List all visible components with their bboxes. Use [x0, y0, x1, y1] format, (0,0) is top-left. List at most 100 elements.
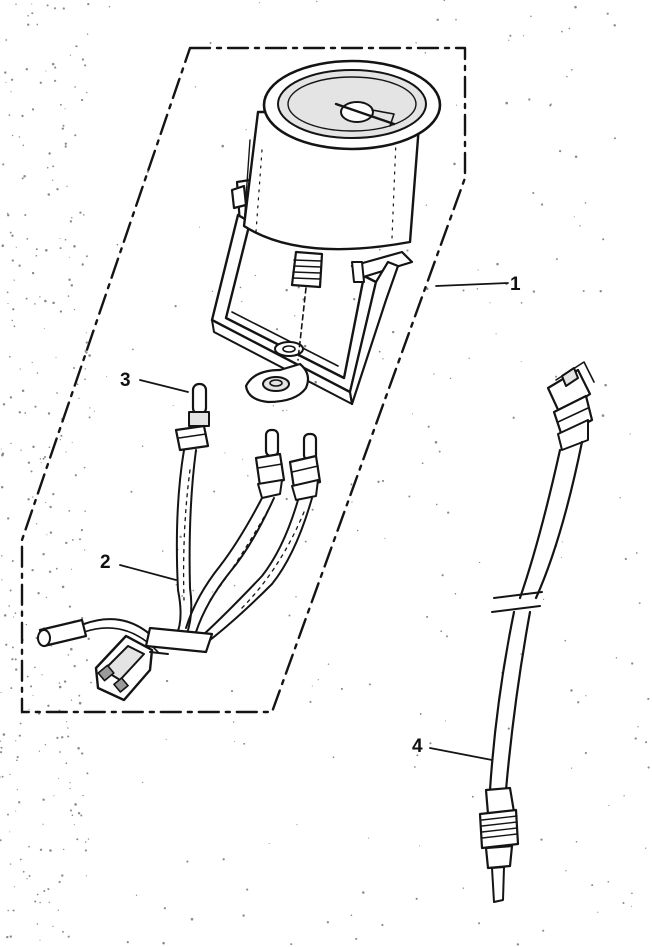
speckle-dot	[47, 704, 50, 707]
speckle-dot	[162, 941, 165, 945]
speckle-dot	[1, 486, 4, 489]
speckle-dot	[12, 308, 15, 311]
speckle-dot	[57, 909, 60, 911]
gauge-needle	[334, 102, 396, 126]
speckle-dot	[56, 392, 58, 394]
speckle-dot	[6, 291, 9, 294]
speckle-dot	[69, 220, 73, 223]
speckle-dot	[520, 302, 523, 304]
speckle-dot	[362, 891, 365, 894]
speckle-dot	[47, 888, 50, 891]
speckle-dot	[48, 570, 52, 574]
leader-line-1	[435, 282, 509, 287]
speckle-dot	[615, 657, 618, 659]
speckle-dot	[13, 886, 15, 888]
speckle-dot	[54, 79, 57, 82]
speckle-dot	[61, 585, 65, 589]
speckle-dot	[412, 413, 414, 415]
speckle-dot	[19, 722, 22, 725]
speckle-dot	[39, 901, 41, 904]
speckle-dot	[77, 812, 81, 815]
speckle-dot	[303, 344, 307, 348]
speckle-dot	[67, 654, 70, 656]
speckle-dot	[11, 234, 14, 237]
speckle-dot	[285, 497, 288, 501]
speckle-dot	[36, 893, 39, 896]
speckle-dot	[2, 163, 5, 166]
speckle-dot	[635, 552, 638, 554]
speckle-dot	[35, 254, 38, 257]
speckle-dot	[608, 804, 610, 807]
speckle-dot	[1, 579, 3, 581]
speckle-dot	[496, 262, 499, 266]
speckle-dot	[80, 617, 84, 620]
speckle-dot	[87, 2, 90, 6]
speckle-dot	[73, 308, 76, 311]
speckle-dot	[31, 361, 33, 364]
speckle-dot	[26, 675, 29, 678]
speckle-dot	[84, 849, 87, 852]
speckle-dot	[71, 814, 74, 817]
assembly-boundary	[20, 46, 467, 714]
speckle-dot	[601, 414, 605, 417]
speckle-dot	[34, 900, 37, 903]
speckle-dot	[83, 466, 86, 469]
speckle-dot	[74, 134, 77, 137]
speckle-dot	[247, 475, 249, 477]
speckle-dot	[350, 914, 353, 917]
callout-1: 1	[510, 274, 521, 295]
speckle-dot	[0, 746, 3, 749]
speckle-dot	[1, 775, 4, 778]
speckle-dot	[631, 892, 633, 895]
gauge-assembly	[210, 59, 442, 406]
speckle-dot	[80, 529, 83, 532]
speckle-dot	[41, 674, 43, 676]
speckle-dot	[7, 813, 9, 816]
speckle-dot	[70, 647, 73, 651]
speckle-dot	[272, 405, 275, 407]
speckle-dot	[13, 616, 15, 618]
speckle-dot	[7, 909, 9, 912]
speckle-dot	[579, 225, 581, 227]
speckle-dot	[232, 721, 235, 723]
speckle-dot	[56, 736, 59, 739]
speckle-dot	[36, 372, 39, 374]
speckle-dot	[18, 136, 21, 138]
speckle-dot	[23, 175, 26, 178]
speckle-dot	[638, 602, 641, 604]
speckle-dot	[25, 67, 29, 71]
speckle-dot	[81, 263, 84, 266]
speckle-dot	[73, 245, 76, 248]
speckle-dot	[47, 193, 51, 196]
speckle-dot	[51, 62, 55, 66]
speckle-dot	[622, 901, 625, 905]
speckle-dot	[85, 659, 88, 662]
leader-lines	[119, 282, 509, 761]
speckle-dot	[87, 838, 90, 840]
speckle-dot	[555, 375, 558, 378]
speckle-dot	[0, 740, 1, 742]
speckle-dot	[242, 458, 244, 460]
speckle-dot	[453, 162, 456, 166]
speckle-dot	[550, 103, 552, 106]
speckle-dot	[645, 741, 648, 744]
speckle-dot	[24, 213, 27, 217]
speckle-dot	[186, 860, 189, 863]
speckle-dot	[52, 165, 55, 168]
speckle-dot	[425, 287, 429, 291]
speckle-dot	[11, 259, 14, 262]
speckle-dot	[108, 5, 111, 8]
speckle-dot	[368, 837, 370, 839]
speckle-dot	[408, 495, 411, 498]
speckle-dot	[340, 687, 343, 690]
speckle-dot	[106, 376, 108, 378]
speckle-dot	[438, 450, 441, 453]
speckle-dot	[421, 462, 424, 465]
speckle-dot	[79, 538, 81, 541]
speckle-dot	[53, 7, 57, 10]
speckle-dot	[35, 523, 38, 525]
speckle-dot	[32, 694, 34, 696]
speckle-dot	[45, 249, 48, 252]
speckle-dot	[15, 3, 17, 5]
speckle-dot	[619, 497, 621, 499]
